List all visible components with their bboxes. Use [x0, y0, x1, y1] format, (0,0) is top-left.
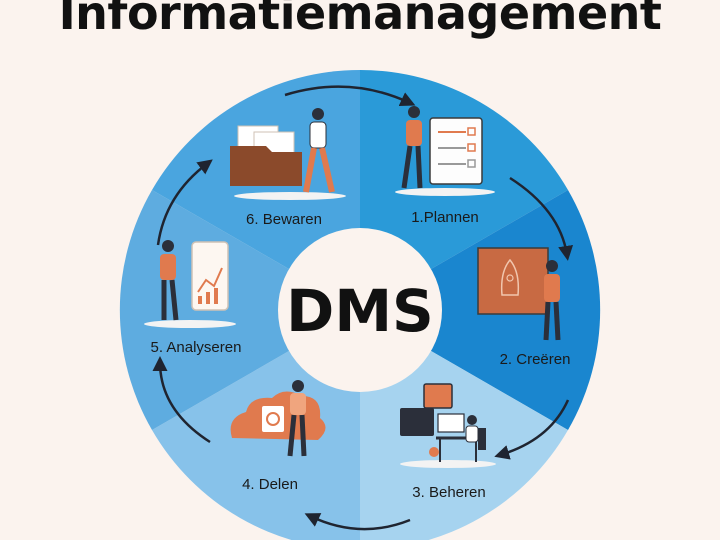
- cycle-arrows: [152, 85, 574, 531]
- arrow-beheren-delen: [304, 513, 411, 531]
- stage-label-bewaren: 6. Bewaren: [246, 211, 322, 228]
- page-title: Informatiemanagement: [58, 0, 662, 40]
- stage-label-beheren: 3. Beheren: [412, 484, 485, 501]
- center-label: DMS: [286, 277, 434, 345]
- workstation-floppy-icon: [400, 383, 496, 468]
- arrow-plannen-creeren: [509, 176, 574, 261]
- stage-label-creeren: 2. Creëren: [500, 351, 571, 368]
- segment-analyseren: [119, 190, 360, 430]
- cloud-sync-icon: [230, 380, 326, 457]
- archive-folder-icon: [230, 108, 346, 200]
- rocket-blueprint-icon: [477, 247, 561, 341]
- arrow-analyseren-bewaren: [156, 159, 213, 246]
- arrow-creeren-beheren: [494, 399, 570, 460]
- analytics-scroll-icon: [144, 240, 236, 328]
- arrow-delen-analyseren: [152, 356, 211, 444]
- center-circle: [278, 228, 442, 392]
- stage-label-delen: 4. Delen: [242, 476, 298, 493]
- arrow-bewaren-plannen: [284, 85, 416, 106]
- stage-label-analyseren: 5. Analyseren: [151, 339, 242, 356]
- stage-label-plannen: 1.Plannen: [411, 209, 479, 226]
- planning-checklist-icon: [395, 106, 495, 196]
